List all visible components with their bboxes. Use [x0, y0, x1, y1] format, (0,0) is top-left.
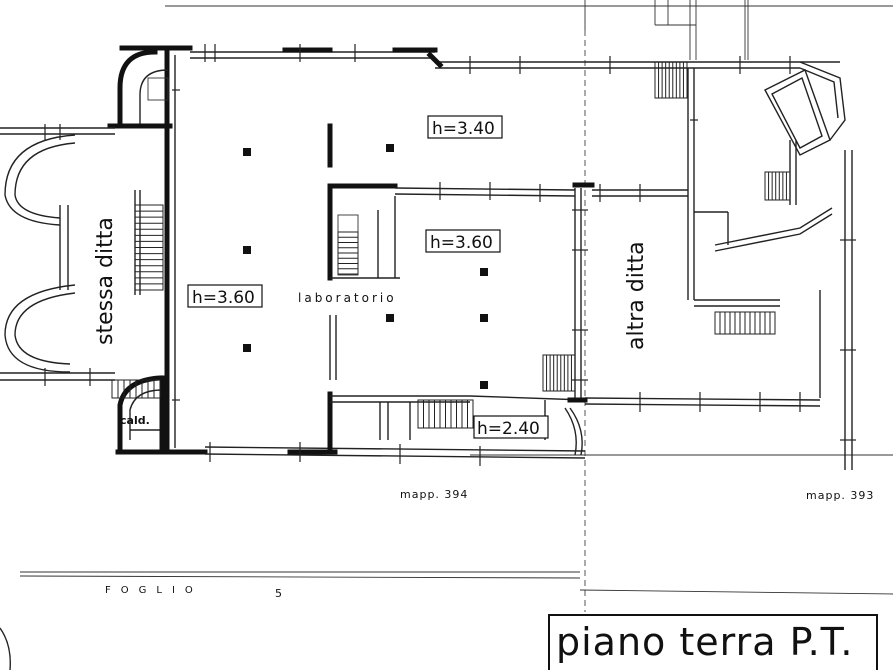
stairs	[111, 61, 791, 429]
property-lines	[19, 0, 893, 612]
label-altra-ditta: altra ditta	[624, 241, 649, 350]
pillar	[386, 314, 394, 322]
pillar	[480, 381, 488, 389]
left-wing	[0, 49, 173, 455]
label-mapp-393: mapp. 393	[806, 489, 874, 502]
pillar	[386, 144, 394, 152]
label-caldaia: cald.	[120, 414, 150, 427]
stair-outline	[764, 171, 791, 201]
title-box	[548, 614, 878, 670]
pillar	[243, 246, 251, 254]
height-label-360-left: h=3.60	[192, 288, 255, 308]
pillar	[243, 344, 251, 352]
pillar	[480, 268, 488, 276]
label-laboratorio: laboratorio	[298, 291, 397, 305]
main-walls	[115, 45, 853, 470]
room-labels: stessa ditta altra ditta laboratorio cal…	[93, 115, 874, 600]
height-label-340: h=3.40	[432, 119, 495, 139]
height-label-360-center: h=3.60	[430, 233, 493, 253]
height-label-240: h=2.40	[477, 419, 540, 439]
compass-arc	[0, 627, 11, 670]
pillar	[243, 148, 251, 156]
pillar	[480, 314, 488, 322]
pillars	[243, 144, 488, 389]
sheet-title: piano terra P.T.	[556, 620, 854, 664]
stair-outline	[542, 354, 576, 392]
window-marks	[44, 44, 856, 466]
label-foglio: FOGLIO	[105, 585, 203, 596]
label-foglio-number: 5	[275, 587, 282, 600]
stair-outline	[654, 61, 688, 99]
label-stessa-ditta: stessa ditta	[93, 217, 118, 345]
label-mapp-394: mapp. 394	[400, 488, 468, 501]
